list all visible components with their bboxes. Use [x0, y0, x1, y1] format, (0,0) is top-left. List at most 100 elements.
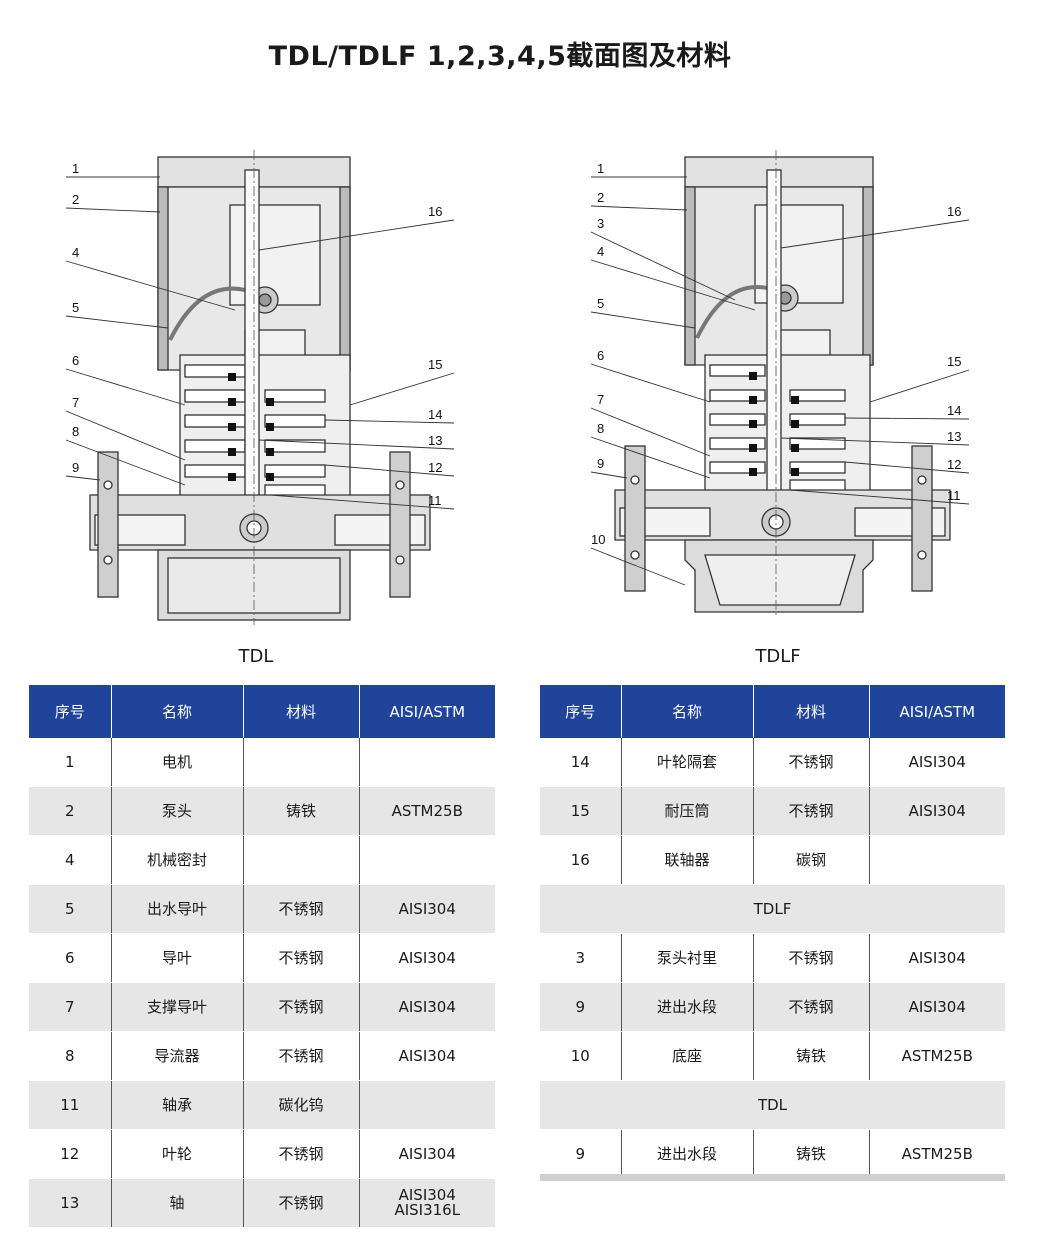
- callout-6: 6: [597, 348, 604, 363]
- table-row: 9 进出水段 铸铁 ASTM25B: [540, 1129, 1005, 1180]
- callout-16: 16: [428, 204, 442, 219]
- cell-no: 6: [29, 933, 112, 983]
- header-material: 材料: [243, 685, 360, 738]
- callout-7: 7: [597, 392, 604, 407]
- cell-material: 不锈钢: [243, 933, 360, 983]
- cell-name: 底座: [621, 1031, 754, 1081]
- table-row: 3 泵头衬里 不锈钢 AISI304: [540, 933, 1005, 983]
- cell-standard-line-1: AISI304: [398, 1186, 456, 1204]
- cell-material: 不锈钢: [243, 884, 360, 934]
- cell-no: 9: [540, 982, 622, 1032]
- callout-4: 4: [72, 245, 79, 260]
- cell-name: 导叶: [111, 933, 244, 983]
- callout-9: 9: [72, 460, 79, 475]
- callout-9: 9: [597, 456, 604, 471]
- callout-7: 7: [72, 395, 79, 410]
- cell-material: 铸铁: [243, 786, 360, 836]
- cell-name: 导流器: [111, 1031, 244, 1081]
- callout-11: 11: [428, 493, 442, 508]
- cell-material: [243, 835, 360, 885]
- cell-standard: AISI304: [869, 933, 1005, 983]
- cell-no: 16: [540, 835, 622, 885]
- cell-no: 13: [29, 1178, 112, 1228]
- cell-standard: AISI304: [359, 1129, 495, 1179]
- table-row: 9 进出水段 不锈钢 AISI304: [540, 982, 1005, 1032]
- table-row: 5 出水导叶 不锈钢 AISI304: [29, 884, 495, 934]
- table-header-row: 序号 名称 材料 AISI/ASTM: [29, 685, 495, 738]
- table-row: 13 轴 不锈钢 AISI304 AISI316L: [29, 1178, 495, 1228]
- cell-no: 3: [540, 933, 622, 983]
- header-standard: AISI/ASTM: [359, 685, 495, 738]
- callout-8: 8: [597, 421, 604, 436]
- cell-name: 耐压筒: [621, 786, 754, 836]
- callout-2: 2: [597, 190, 604, 205]
- tdl-caption: TDL: [238, 646, 274, 667]
- cell-name: 轴: [111, 1178, 244, 1228]
- cell-name: 电机: [111, 738, 244, 787]
- cell-no: 12: [29, 1129, 112, 1179]
- callout-16: 16: [947, 204, 961, 219]
- tdl-cross-section-diagram: 1 2 4 5 6 7 8 9 16 15 14 13 12 11: [60, 140, 460, 630]
- cell-material: 碳化钨: [243, 1080, 360, 1130]
- header-no: 序号: [540, 685, 622, 738]
- header-name: 名称: [111, 685, 244, 738]
- callout-4: 4: [597, 244, 604, 259]
- callout-5: 5: [72, 300, 79, 315]
- table-row: 11 轴承 碳化钨: [29, 1080, 495, 1130]
- callout-12: 12: [947, 457, 961, 472]
- cell-material: 不锈钢: [753, 786, 870, 836]
- table-row: 14 叶轮隔套 不锈钢 AISI304: [540, 738, 1005, 787]
- tdl-drawing: 1 2 4 5 6 7 8 9 16 15 14 13 12 11: [65, 150, 455, 625]
- cell-standard: AISI304: [359, 982, 495, 1032]
- section-row-tdl: TDL: [540, 1080, 1005, 1130]
- table-header-row: 序号 名称 材料 AISI/ASTM: [540, 685, 1005, 738]
- cell-material: [243, 738, 360, 787]
- cell-no: 7: [29, 982, 112, 1032]
- cell-no: 9: [540, 1129, 622, 1180]
- cell-name: 叶轮隔套: [621, 738, 754, 787]
- tdlf-materials-table: 序号 名称 材料 AISI/ASTM 14 叶轮隔套 不锈钢 AISI304 1…: [540, 685, 1005, 1181]
- table-row: 12 叶轮 不锈钢 AISI304: [29, 1129, 495, 1179]
- cell-standard: [869, 835, 1005, 885]
- cell-name: 进出水段: [621, 982, 754, 1032]
- cell-no: 1: [29, 738, 112, 787]
- cell-name: 支撑导叶: [111, 982, 244, 1032]
- table-row: 2 泵头 铸铁 ASTM25B: [29, 786, 495, 836]
- callout-10: 10: [591, 532, 605, 547]
- cell-standard: AISI304 AISI316L: [359, 1178, 495, 1228]
- cell-standard: AISI304: [359, 884, 495, 934]
- cell-no: 11: [29, 1080, 112, 1130]
- callout-1: 1: [597, 161, 604, 176]
- cell-name: 叶轮: [111, 1129, 244, 1179]
- cell-standard: ASTM25B: [869, 1129, 1005, 1180]
- cell-name: 进出水段: [621, 1129, 754, 1180]
- cell-name: 机械密封: [111, 835, 244, 885]
- cell-standard: [359, 1080, 495, 1130]
- table-row: 10 底座 铸铁 ASTM25B: [540, 1031, 1005, 1081]
- callout-3: 3: [597, 216, 604, 231]
- cell-no: 15: [540, 786, 622, 836]
- callout-2: 2: [72, 192, 79, 207]
- cell-name: 联轴器: [621, 835, 754, 885]
- table-row: 4 机械密封: [29, 835, 495, 885]
- callout-13: 13: [428, 433, 442, 448]
- cell-standard-line-2: AISI316L: [394, 1201, 461, 1219]
- tdlf-caption: TDLF: [755, 646, 801, 667]
- header-name: 名称: [621, 685, 754, 738]
- cell-no: 8: [29, 1031, 112, 1081]
- table-row: 8 导流器 不锈钢 AISI304: [29, 1031, 495, 1081]
- cell-standard: AISI304: [359, 1031, 495, 1081]
- table-row: 6 导叶 不锈钢 AISI304: [29, 933, 495, 983]
- cell-name: 泵头: [111, 786, 244, 836]
- cell-material: 铸铁: [753, 1129, 870, 1180]
- callout-5: 5: [597, 296, 604, 311]
- cell-no: 14: [540, 738, 622, 787]
- cell-standard: AISI304: [359, 933, 495, 983]
- cell-material: 不锈钢: [753, 982, 870, 1032]
- callout-15: 15: [947, 354, 961, 369]
- callout-14: 14: [947, 403, 961, 418]
- callout-1: 1: [72, 161, 79, 176]
- section-label-tdlf: TDLF: [540, 884, 1005, 934]
- cell-standard: AISI304: [869, 786, 1005, 836]
- cell-material: 不锈钢: [753, 933, 870, 983]
